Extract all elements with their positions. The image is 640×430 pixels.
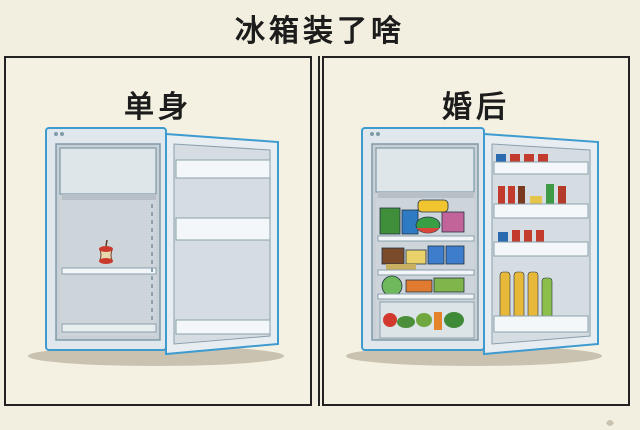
panel-divider bbox=[318, 56, 320, 406]
door-shelf bbox=[175, 159, 271, 179]
apple-core-icon bbox=[99, 239, 113, 264]
open-fridge-door bbox=[483, 132, 599, 356]
fridge-shelf bbox=[377, 293, 475, 300]
food-items-middle-shelf bbox=[381, 245, 465, 270]
fridge-shelf bbox=[377, 269, 475, 276]
freezer-compartment bbox=[375, 147, 475, 193]
food-items-top-shelf bbox=[379, 199, 465, 235]
bottles-icon bbox=[498, 184, 566, 206]
empty-fridge-illustration bbox=[28, 127, 284, 366]
full-fridge-illustration bbox=[346, 127, 602, 366]
fridge-shelf bbox=[61, 267, 157, 275]
panel-married: 婚后 bbox=[322, 56, 630, 426]
panel-label-married: 婚后 bbox=[442, 90, 510, 125]
open-fridge-door bbox=[165, 132, 279, 356]
page-title: 冰箱装了啥 bbox=[235, 14, 405, 49]
vegetable-crisper bbox=[379, 301, 475, 339]
food-items-lower-shelf bbox=[381, 275, 465, 297]
door-shelf bbox=[175, 319, 271, 335]
door-shelf bbox=[493, 241, 589, 257]
fridge-shelf bbox=[377, 235, 475, 242]
freezer-compartment bbox=[59, 147, 157, 195]
panel-single: 单身 bbox=[4, 56, 312, 406]
watermark-icon bbox=[606, 420, 614, 426]
door-shelf bbox=[493, 315, 589, 333]
panel-label-single: 单身 bbox=[124, 90, 192, 125]
door-shelf bbox=[493, 203, 589, 219]
door-shelf bbox=[493, 161, 589, 175]
door-shelf bbox=[175, 217, 271, 241]
